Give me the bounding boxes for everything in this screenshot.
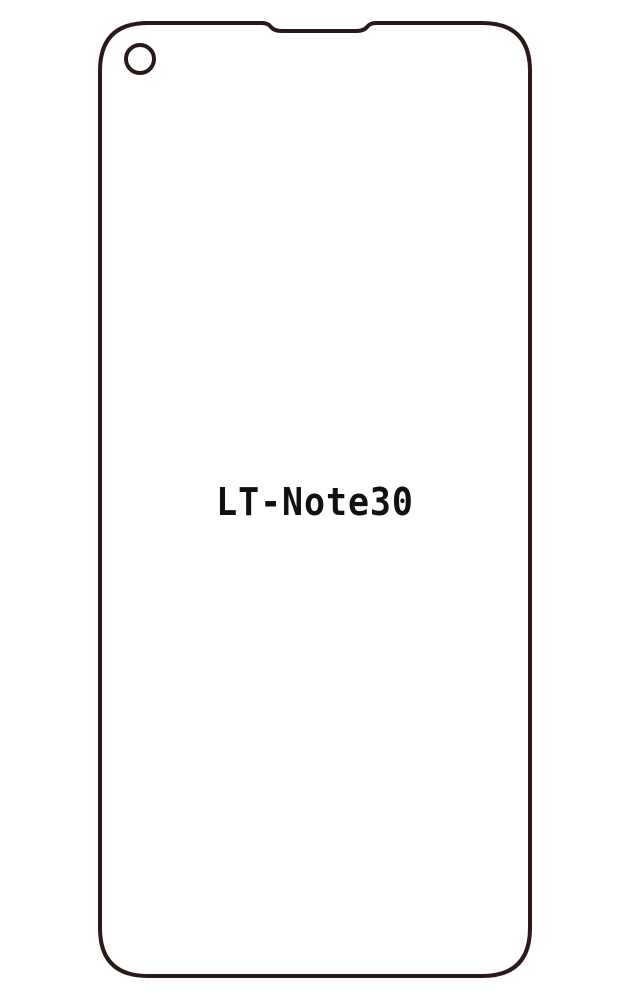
model-name-label: LT-Note30 bbox=[216, 480, 414, 524]
screen-outline bbox=[98, 21, 532, 978]
camera-hole-icon bbox=[124, 43, 156, 75]
